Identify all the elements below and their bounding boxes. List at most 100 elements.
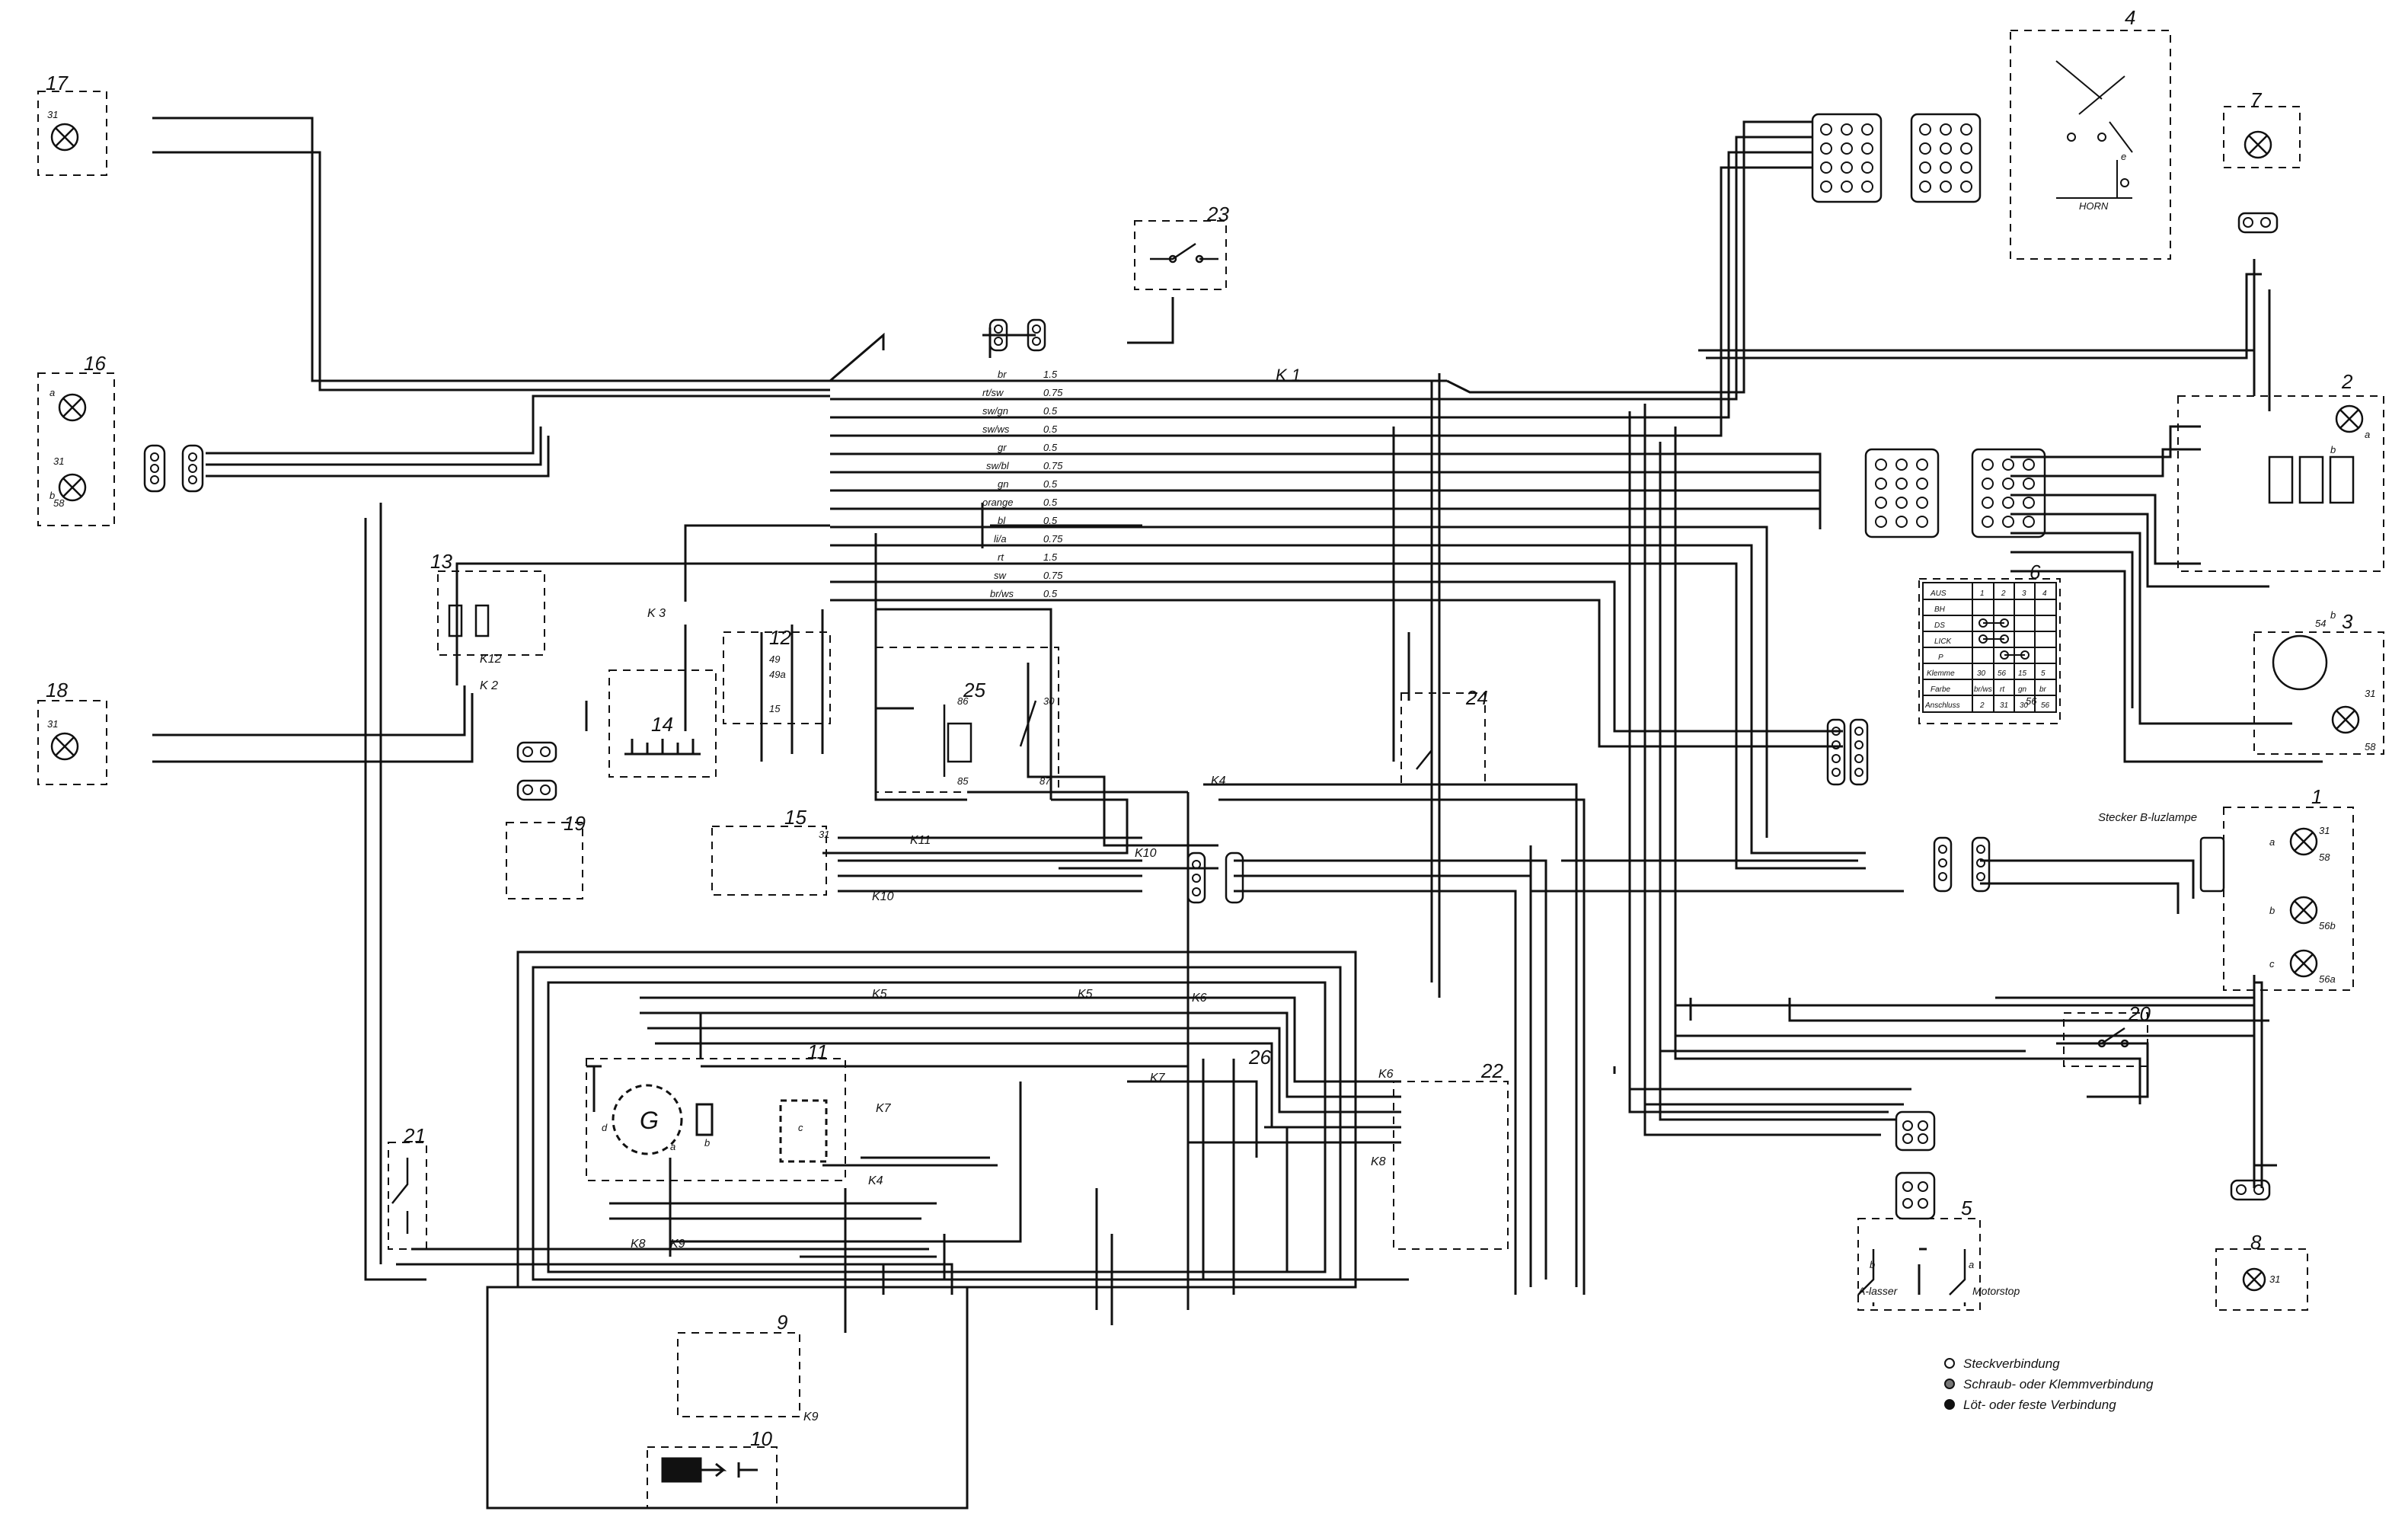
- connector-1a: [1933, 836, 1953, 893]
- component-22-box: [1393, 1081, 1509, 1250]
- component-8-box: [2215, 1248, 2308, 1311]
- wire-size-11: 0.75: [1043, 570, 1063, 581]
- battery-14-icon: [624, 739, 701, 756]
- wire-color-4: gr: [998, 442, 1007, 453]
- label-terminal-49: 49: [769, 653, 780, 665]
- label-letter-b-2: b: [2330, 444, 2336, 455]
- component-18-box: [37, 700, 107, 785]
- label-letter-b-5: b: [1870, 1259, 1875, 1270]
- label-letter-a-11: a: [670, 1141, 675, 1152]
- num-24: 24: [1465, 686, 1488, 709]
- lamp-7-icon: [2244, 130, 2272, 159]
- legend-text-open: Steckverbindung: [1963, 1356, 2060, 1371]
- wire-color-3: sw/ws: [982, 423, 1010, 435]
- wire-color-0: br: [998, 369, 1007, 380]
- left-harness: [152, 117, 885, 1281]
- switch-table-r7: Anschluss: [1924, 701, 1960, 710]
- legend-text-filled: Löt- oder feste Verbindung: [1963, 1398, 2116, 1412]
- label-k10a: K10: [1135, 847, 1157, 860]
- connector-5b: [1895, 1171, 1936, 1220]
- switch-table-r7c2: 31: [2000, 701, 2008, 710]
- label-terminal-58-16: 58: [53, 497, 65, 509]
- component-boxes: [37, 30, 2384, 1509]
- num-19: 19: [564, 812, 586, 835]
- right-lower-harness: [1613, 981, 2263, 1295]
- num-10: 10: [750, 1427, 772, 1450]
- wire-size-9: 0.75: [1043, 533, 1063, 545]
- lamp-8-icon: [2242, 1267, 2266, 1292]
- num-25: 25: [963, 679, 985, 701]
- num-11: 11: [807, 1040, 828, 1063]
- component-3-box: [2253, 631, 2384, 755]
- label-letter-a-1: a: [2269, 836, 2275, 848]
- component-25-box: [875, 647, 1059, 793]
- connector-17: [143, 444, 166, 493]
- label-k2: K 2: [480, 679, 498, 692]
- lamp-1c-icon: [2289, 949, 2318, 978]
- num-21: 21: [403, 1124, 426, 1147]
- label-k12: K12: [480, 653, 502, 666]
- label-k9a: K9: [670, 1238, 685, 1251]
- wire-size-2: 0.5: [1043, 405, 1058, 417]
- connector-15: [1186, 851, 1206, 904]
- component-21-box: [388, 1142, 427, 1250]
- connector-12: [516, 741, 557, 763]
- wire-size-10: 1.5: [1043, 551, 1058, 563]
- label-k1: K 1: [1276, 366, 1301, 385]
- num-7: 7: [2250, 88, 2263, 111]
- connector-19: [516, 779, 557, 801]
- harness-labels: K 1 K 2 K 3 K4 K4 K5 K5 K6 K6 K7 K7 K8 K…: [480, 366, 1394, 1423]
- label-letter-a-5: a: [1969, 1259, 1974, 1270]
- connector-16: [181, 444, 204, 493]
- lamp-16b-icon: [58, 473, 87, 502]
- wire-size-8: 0.5: [1043, 515, 1058, 526]
- wire-size-12: 0.5: [1043, 588, 1058, 599]
- lamp-18-icon: [50, 732, 79, 761]
- label-generator: G: [640, 1107, 659, 1134]
- label-k9b: K9: [803, 1411, 819, 1423]
- component-9-box: [677, 1332, 800, 1417]
- meter-3-icon: [2272, 634, 2328, 691]
- lamp-2-icon: [2335, 404, 2364, 433]
- wire-size-1: 0.75: [1043, 387, 1063, 398]
- wire-color-7: orange: [982, 497, 1013, 508]
- switch-table-r7c1: 2: [1979, 701, 1985, 710]
- num-14: 14: [651, 713, 673, 736]
- component-numbers: 1 2 3 4 5 6 7 8 9 10 11 12 13 14 15 16 1…: [46, 6, 2353, 1450]
- label-terminal-31-16: 31: [53, 455, 64, 467]
- lower-harness: [396, 951, 1409, 1510]
- switch-24-icon: [1416, 724, 1433, 781]
- label-terminal-56: 56: [2026, 695, 2037, 707]
- label-k5a: K5: [872, 988, 887, 1001]
- component-10-box: [647, 1446, 778, 1509]
- switch-table-r6c4: br: [2039, 685, 2047, 694]
- label-a-lasser: A-lasser: [1857, 1285, 1899, 1297]
- num-26: 26: [1248, 1046, 1271, 1069]
- switch-table-r6c1: br/ws: [1974, 685, 1992, 694]
- legend-open-icon: [1944, 1358, 1955, 1369]
- num-18: 18: [46, 679, 68, 701]
- label-terminal-58-3: 58: [2365, 741, 2376, 752]
- label-terminal-58-1: 58: [2319, 851, 2330, 863]
- label-terminal-54: 54: [2315, 618, 2326, 629]
- lamp-1a-icon: [2289, 827, 2318, 856]
- wire-size-7: 0.5: [1043, 497, 1058, 508]
- label-terminal-31-15: 31: [819, 829, 829, 840]
- switch-table-text: 1 2 3 4 AUS BH DS LICK P Klemme 30 56 15…: [1924, 589, 2050, 710]
- component-15-box: [711, 826, 827, 896]
- switch-table-h1: 1: [1980, 589, 1985, 598]
- label-terminal-31-3: 31: [2365, 688, 2375, 699]
- bundle-wire-labels: br 1.5 rt/sw 0.75 sw/gn 0.5 sw/ws 0.5 gr…: [982, 369, 1063, 599]
- switch-table-h2: 2: [2001, 589, 2006, 598]
- switch-table-r5c1: 30: [1977, 669, 1986, 678]
- switch-table-r5c4: 5: [2041, 669, 2046, 678]
- label-k4a: K4: [1211, 775, 1226, 788]
- connector-15b: [1225, 851, 1244, 904]
- switch-21-icon: [391, 1158, 409, 1234]
- connectors: [143, 113, 2279, 1220]
- generator-11: [586, 1065, 828, 1163]
- component-11-box: [586, 1058, 846, 1181]
- component-24-box: [1400, 692, 1486, 785]
- num-17: 17: [46, 72, 69, 94]
- legend-filled-icon: [1944, 1399, 1955, 1410]
